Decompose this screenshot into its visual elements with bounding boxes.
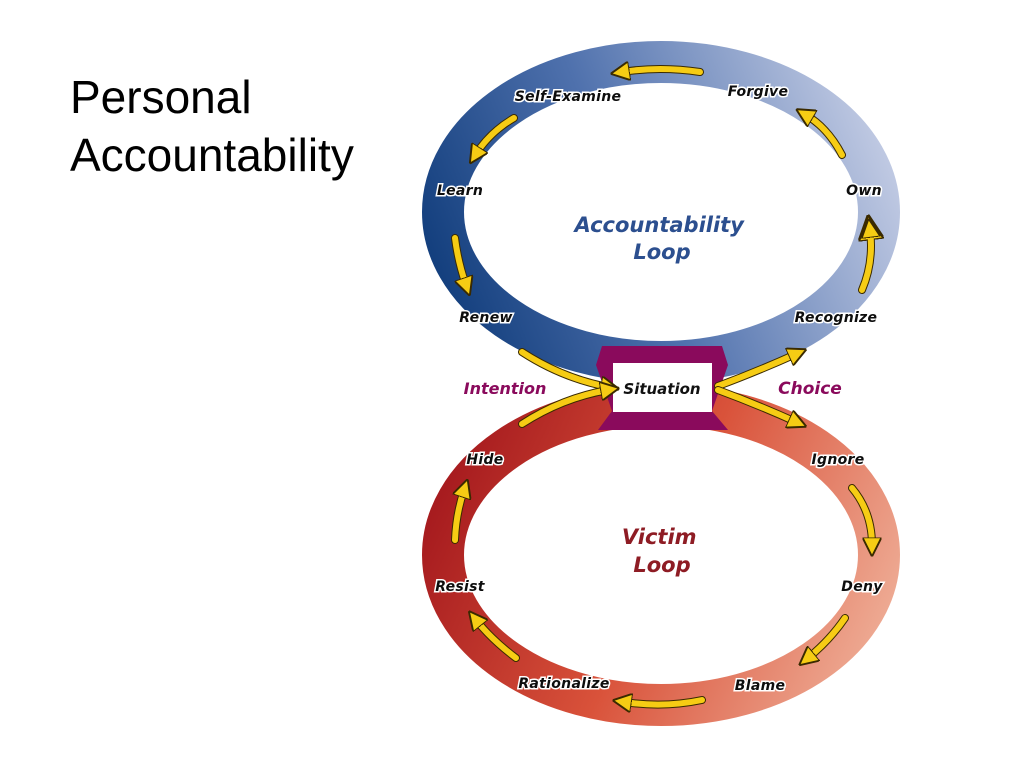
flow-arrows [451, 69, 872, 705]
step-resist: Resist [435, 579, 486, 595]
accountability-loop-title-line1: Accountability [573, 213, 746, 237]
step-learn: Learn [437, 183, 483, 199]
step-forgive: Forgive [728, 84, 789, 100]
step-blame: Blame [735, 678, 786, 694]
step-deny: Deny [841, 579, 883, 595]
victim-loop-title-line2: Loop [633, 553, 690, 577]
step-rationalize: Rationalize [518, 676, 609, 692]
intention-label: Intention [464, 379, 547, 398]
step-hide: Hide [466, 452, 503, 468]
victim-loop-title: Victim Loop [622, 525, 702, 577]
victim-loop-title-line1: Victim [622, 525, 697, 549]
choice-label: Choice [778, 379, 842, 399]
step-own: Own [846, 183, 882, 199]
step-self-examine: Self-Examine [515, 89, 622, 105]
slide-title-line2: Accountability [70, 129, 354, 181]
step-renew: Renew [459, 310, 512, 326]
situation-label: Situation [623, 380, 700, 398]
accountability-loop-title: Accountability Loop [573, 213, 750, 264]
slide-title-line1: Personal [70, 71, 252, 123]
slide-title: Personal Accountability [70, 68, 410, 184]
step-ignore: Ignore [811, 452, 864, 468]
situation-box [613, 363, 712, 412]
step-recognize: Recognize [795, 310, 878, 326]
accountability-loop-title-line2: Loop [633, 240, 690, 264]
